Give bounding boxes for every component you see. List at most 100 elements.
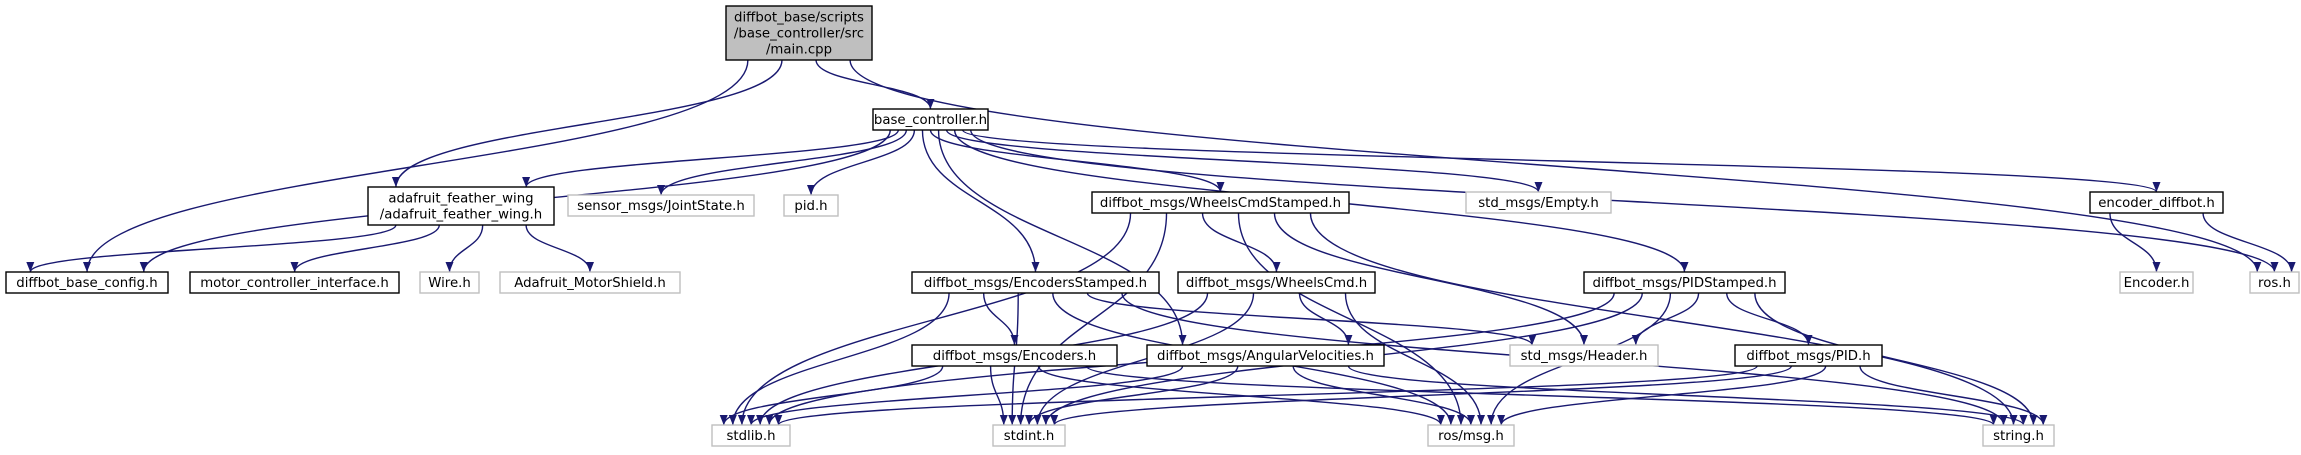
node-box: [2089, 191, 2224, 214]
edge-encoder-diffbot-to-ros-h: [2202, 212, 2296, 273]
edge-base-controller-to-encoders-stamped: [921, 129, 1040, 273]
edge-pid-msg-to-ros-msg: [1497, 365, 1827, 426]
node-label: diffbot_msgs/PID.h: [1746, 349, 1870, 364]
node-label: diffbot_base/scripts: [734, 11, 864, 26]
node-box: [911, 344, 1118, 367]
edge-adafruit-wing-to-diffbot-base-config: [26, 224, 397, 273]
edge-main-to-diffbot-base-config: [83, 59, 749, 273]
node-label: std_msgs/Empty.h: [1478, 196, 1599, 211]
edge-encoders-stamped-to-std-header: [1086, 292, 1537, 346]
node-pid-msg[interactable]: diffbot_msgs/PID.h: [1734, 344, 1883, 367]
node-box: [2249, 271, 2300, 294]
node-label: diffbot_msgs/PIDStamped.h: [1592, 276, 1776, 291]
edge-base-controller-to-encoder-diffbot: [962, 129, 2161, 193]
edge-main-to-base-controller: [815, 59, 935, 110]
edge-encoder-diffbot-to-encoder-h: [2109, 212, 2161, 273]
edge-encoders-stamped-to-encoders: [982, 292, 1019, 346]
node-std-empty: std_msgs/Empty.h: [1465, 191, 1612, 214]
node-box: [2119, 271, 2194, 294]
edge-encoders-to-stdint: [989, 365, 1008, 426]
node-sensor-jointstate: sensor_msgs/JointState.h: [567, 194, 755, 217]
edge-encoders-to-stdlib: [719, 365, 944, 426]
edge-main-to-ros-h: [849, 59, 2262, 273]
node-adafruit-wing[interactable]: adafruit_feather_wing/adafruit_feather_w…: [367, 186, 555, 226]
node-box: [911, 271, 1160, 294]
node-wheels-cmd-stamped[interactable]: diffbot_msgs/WheelsCmdStamped.h: [1091, 191, 1350, 214]
node-string-h: string.h: [1982, 424, 2055, 447]
edge-angular-velocities-to-stdlib: [747, 365, 1184, 426]
node-box: [1982, 424, 2055, 447]
node-encoders[interactable]: diffbot_msgs/Encoders.h: [911, 344, 1118, 367]
node-label: diffbot_msgs/EncodersStamped.h: [924, 276, 1147, 291]
node-main[interactable]: diffbot_base/scripts/base_controller/src…: [725, 5, 873, 61]
node-label: base_controller.h: [874, 113, 987, 128]
node-box: [189, 271, 400, 294]
node-label: string.h: [1993, 429, 2044, 444]
node-label: encoder_diffbot.h: [2098, 196, 2215, 211]
node-stdint: stdint.h: [992, 424, 1066, 447]
node-box: [419, 271, 480, 294]
edge-adafruit-wing-to-adafruit-motorshield: [525, 224, 594, 273]
node-box: [783, 194, 839, 217]
node-label: sensor_msgs/JointState.h: [577, 199, 745, 214]
edge-adafruit-wing-to-wire: [445, 224, 484, 273]
node-label: stdint.h: [1004, 429, 1055, 444]
edge-base-controller-to-pid-h: [807, 129, 916, 196]
node-box: [725, 5, 873, 61]
node-ros-h: ros.h: [2249, 271, 2300, 294]
node-label: diffbot_base_config.h: [16, 276, 157, 291]
node-box: [1146, 344, 1385, 367]
node-label: pid.h: [794, 199, 827, 214]
node-angular-velocities[interactable]: diffbot_msgs/AngularVelocities.h: [1146, 344, 1385, 367]
edge-base-controller-to-ros-h: [970, 129, 2279, 273]
edge-pid-msg-to-string-h: [1859, 365, 2048, 426]
node-box: [1583, 271, 1786, 294]
node-encoder-h: Encoder.h: [2119, 271, 2194, 294]
node-label: ros/msg.h: [1438, 429, 1504, 444]
node-box: [1734, 344, 1883, 367]
node-pid-h: pid.h: [783, 194, 839, 217]
node-box: [1177, 271, 1376, 294]
node-label: Adafruit_MotorShield.h: [514, 276, 666, 291]
node-box: [711, 424, 791, 447]
edge-adafruit-wing-to-motor-controller-interface: [290, 224, 440, 273]
node-box: [1091, 191, 1350, 214]
edge-wheels-cmd-stamped-to-std-header: [1273, 212, 1588, 346]
node-adafruit-motorshield: Adafruit_MotorShield.h: [499, 271, 681, 294]
edges-layer: [26, 59, 2296, 426]
node-box: [872, 108, 989, 131]
node-diffbot-base-config[interactable]: diffbot_base_config.h: [5, 271, 169, 294]
node-motor-controller-interface[interactable]: motor_controller_interface.h: [189, 271, 400, 294]
node-pid-stamped[interactable]: diffbot_msgs/PIDStamped.h: [1583, 271, 1786, 294]
node-base-controller[interactable]: base_controller.h: [872, 108, 989, 131]
edge-main-to-adafruit-wing: [391, 59, 783, 188]
edge-base-controller-to-adafruit-wing: [522, 129, 899, 188]
node-wheels-cmd[interactable]: diffbot_msgs/WheelsCmd.h: [1177, 271, 1376, 294]
node-ros-msg: ros/msg.h: [1427, 424, 1515, 447]
edge-pid-msg-to-stdint: [1050, 365, 1793, 426]
edge-pid-stamped-to-string-h: [1754, 292, 2038, 426]
edge-wheels-cmd-to-ros-msg: [1344, 292, 1486, 426]
node-label: std_msgs/Header.h: [1521, 349, 1648, 364]
node-box: [567, 194, 755, 217]
node-label: diffbot_msgs/WheelsCmd.h: [1186, 276, 1367, 291]
edge-wheels-cmd-stamped-to-wheels-cmd: [1201, 212, 1281, 273]
node-label: motor_controller_interface.h: [200, 276, 389, 291]
node-label: /main.cpp: [766, 43, 832, 58]
edge-pid-stamped-to-std-header: [1631, 292, 1700, 346]
node-encoder-diffbot[interactable]: encoder_diffbot.h: [2089, 191, 2224, 214]
node-label: ros.h: [2258, 276, 2291, 291]
edge-wheels-cmd-stamped-to-string-h: [1309, 212, 2018, 426]
node-std-header: std_msgs/Header.h: [1509, 344, 1659, 367]
edge-base-controller-to-std-empty: [945, 129, 1543, 193]
node-encoders-stamped[interactable]: diffbot_msgs/EncodersStamped.h: [911, 271, 1160, 294]
node-box: [1427, 424, 1515, 447]
edge-wheels-cmd-to-angular-velocities: [1298, 292, 1353, 346]
node-label: diffbot_msgs/WheelsCmdStamped.h: [1100, 196, 1341, 211]
edge-base-controller-to-angular-velocities: [937, 129, 1187, 346]
nodes-layer: diffbot_base/scripts/base_controller/src…: [5, 5, 2300, 447]
node-wire: Wire.h: [419, 271, 480, 294]
node-box: [1465, 191, 1612, 214]
edge-encoders-to-string-h: [1085, 365, 1998, 426]
